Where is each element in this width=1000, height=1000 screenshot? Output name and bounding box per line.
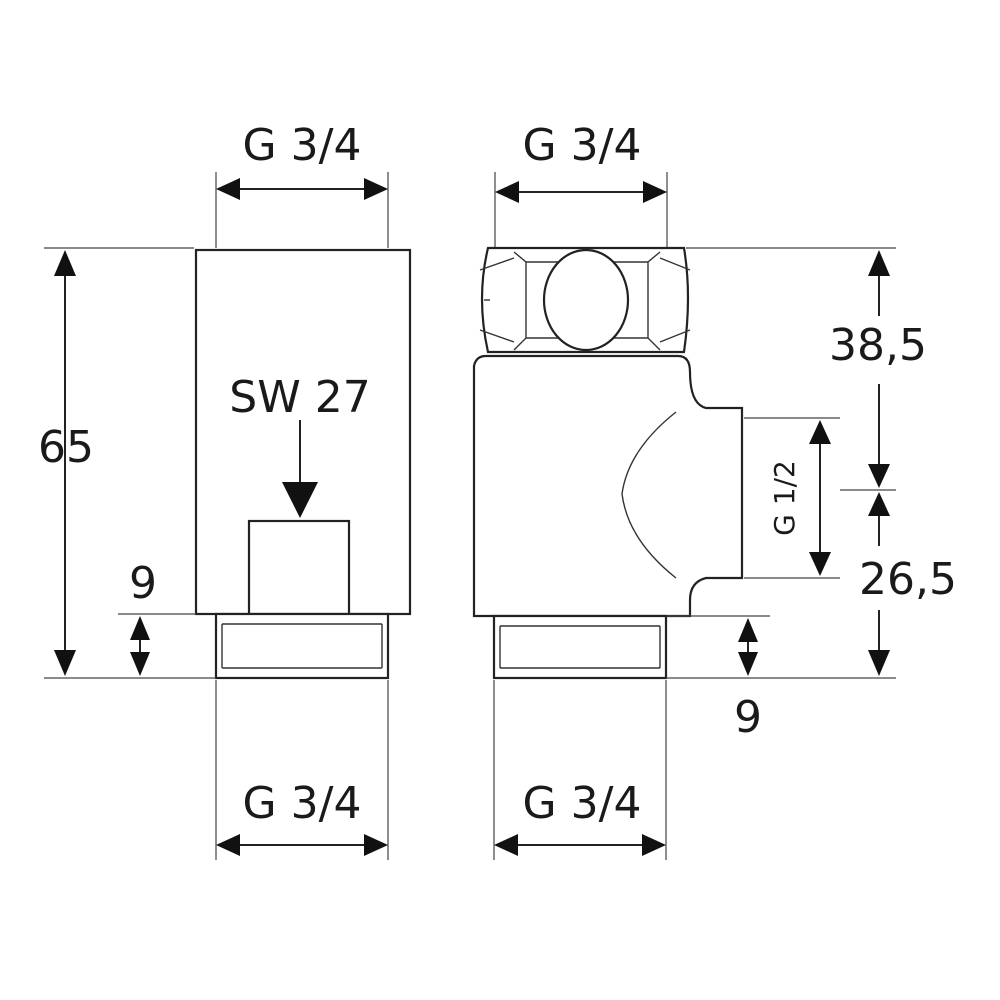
right-body [472, 354, 744, 618]
wrench-size-label: SW 27 [229, 372, 370, 423]
left-view: G 3/4 SW 27 [38, 120, 412, 860]
upper-height-label: 38,5 [829, 320, 927, 371]
outlet-dimension-line [809, 420, 831, 576]
hex-nut [479, 246, 691, 354]
right-thread-length-label: 9 [734, 692, 762, 743]
left-bottom-dimension-line [216, 834, 388, 856]
lower-height-label: 26,5 [859, 554, 957, 605]
right-thread-nipple [492, 614, 668, 680]
right-view: G 3/4 [472, 120, 957, 860]
left-top-dimension-line [216, 178, 388, 200]
wrench-arrow [282, 420, 318, 518]
side-outlet-label: G 1/2 [768, 460, 801, 536]
right-bottom-thread-label: G 3/4 [523, 778, 642, 829]
upper-height-dimension-line [868, 250, 890, 488]
wrench-flat [247, 519, 351, 616]
lower-height-dimension-line [868, 492, 890, 676]
left-height-label: 65 [38, 422, 94, 473]
left-thread-dimension-line [130, 616, 150, 676]
left-thread-length-label: 9 [129, 558, 157, 609]
side-outlet-curve [621, 411, 677, 579]
left-height-dimension-line [54, 250, 76, 676]
right-top-dimension-line [495, 181, 667, 203]
right-thread-dimension-line [738, 618, 758, 676]
right-top-thread-label: G 3/4 [523, 120, 642, 171]
right-bottom-dimension-line [494, 834, 666, 856]
left-top-thread-label: G 3/4 [243, 120, 362, 171]
left-bottom-thread-label: G 3/4 [243, 778, 362, 829]
left-thread-nipple [214, 612, 390, 680]
